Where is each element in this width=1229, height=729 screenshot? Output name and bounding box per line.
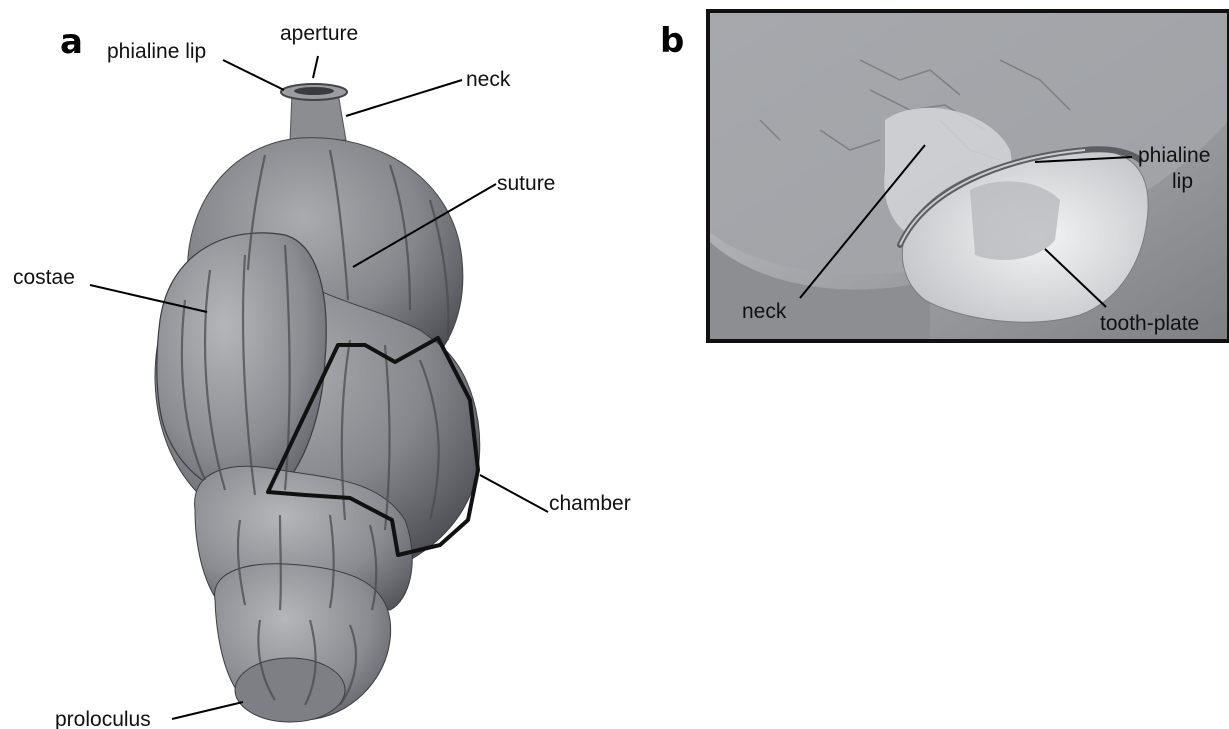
aperture-closeup-image [708, 11, 1229, 341]
leader-neck [346, 80, 462, 116]
shell-aperture-opening [294, 87, 334, 95]
leader-phialine-lip [223, 60, 284, 90]
label-proloculus: proloculus [55, 708, 151, 729]
label-phialine-b-line2: lip [1172, 170, 1193, 193]
label-aperture: aperture [280, 22, 358, 45]
label-chamber: chamber [549, 492, 631, 515]
label-phialine-b-line1: phialine [1138, 144, 1210, 167]
label-neck-b: neck [742, 300, 787, 323]
leader-chamber [480, 475, 548, 512]
leader-proloculus [172, 702, 243, 719]
panel-a: a [13, 22, 631, 729]
label-phialine-lip: phialine lip [107, 40, 206, 63]
panel-b: b [660, 11, 1229, 341]
leader-aperture [313, 56, 318, 78]
label-tooth-plate: tooth-plate [1100, 312, 1199, 335]
shell-proloculus [235, 658, 345, 722]
label-costae: costae [13, 266, 75, 289]
foraminifera-shell-image [155, 84, 480, 722]
label-suture: suture [497, 172, 555, 195]
panel-b-letter: b [660, 21, 684, 61]
label-neck-a: neck [466, 68, 511, 91]
panel-a-letter: a [60, 22, 83, 62]
